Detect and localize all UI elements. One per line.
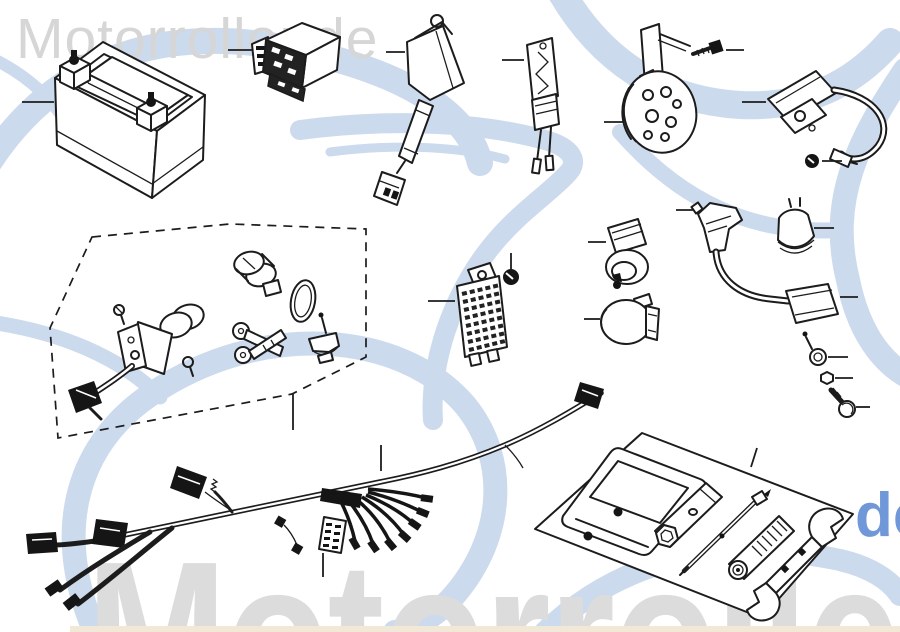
fuse-sub-assembly-illustration (274, 515, 347, 577)
ignition-coil-illustration (742, 70, 888, 168)
bottom-cream-strip (70, 626, 900, 632)
open-end-wrench-illustration (746, 507, 844, 622)
battery-illustration (22, 41, 206, 199)
tool-handle-illustration (728, 515, 795, 580)
lock-set-group (49, 223, 367, 440)
flasher-relay-illustration (584, 293, 660, 345)
spark-plug-cap-illustration (676, 197, 870, 418)
horn-bolt-illustration (691, 39, 744, 57)
starter-relay-illustration (588, 218, 649, 289)
fuel-cap-lock-illustration (308, 312, 340, 364)
gasket-ring-illustration (289, 279, 317, 323)
horn-illustration (604, 23, 698, 154)
screwdriver-illustration (679, 489, 771, 576)
keys-illustration (232, 322, 287, 364)
cdi-unit-illustration (373, 14, 465, 206)
relay-illustration (228, 22, 341, 103)
lock-cylinder-illustration (233, 250, 282, 297)
ignition-switch-illustration (68, 303, 205, 421)
corner-watermark-suffix: de (855, 481, 900, 550)
tool-kit-illustration (534, 432, 854, 622)
spark-plug-wrench-illustration (654, 482, 723, 548)
wiring-harness-illustration (26, 382, 604, 611)
rectifier-illustration (428, 253, 519, 367)
fuse-holder-illustration (502, 37, 560, 175)
